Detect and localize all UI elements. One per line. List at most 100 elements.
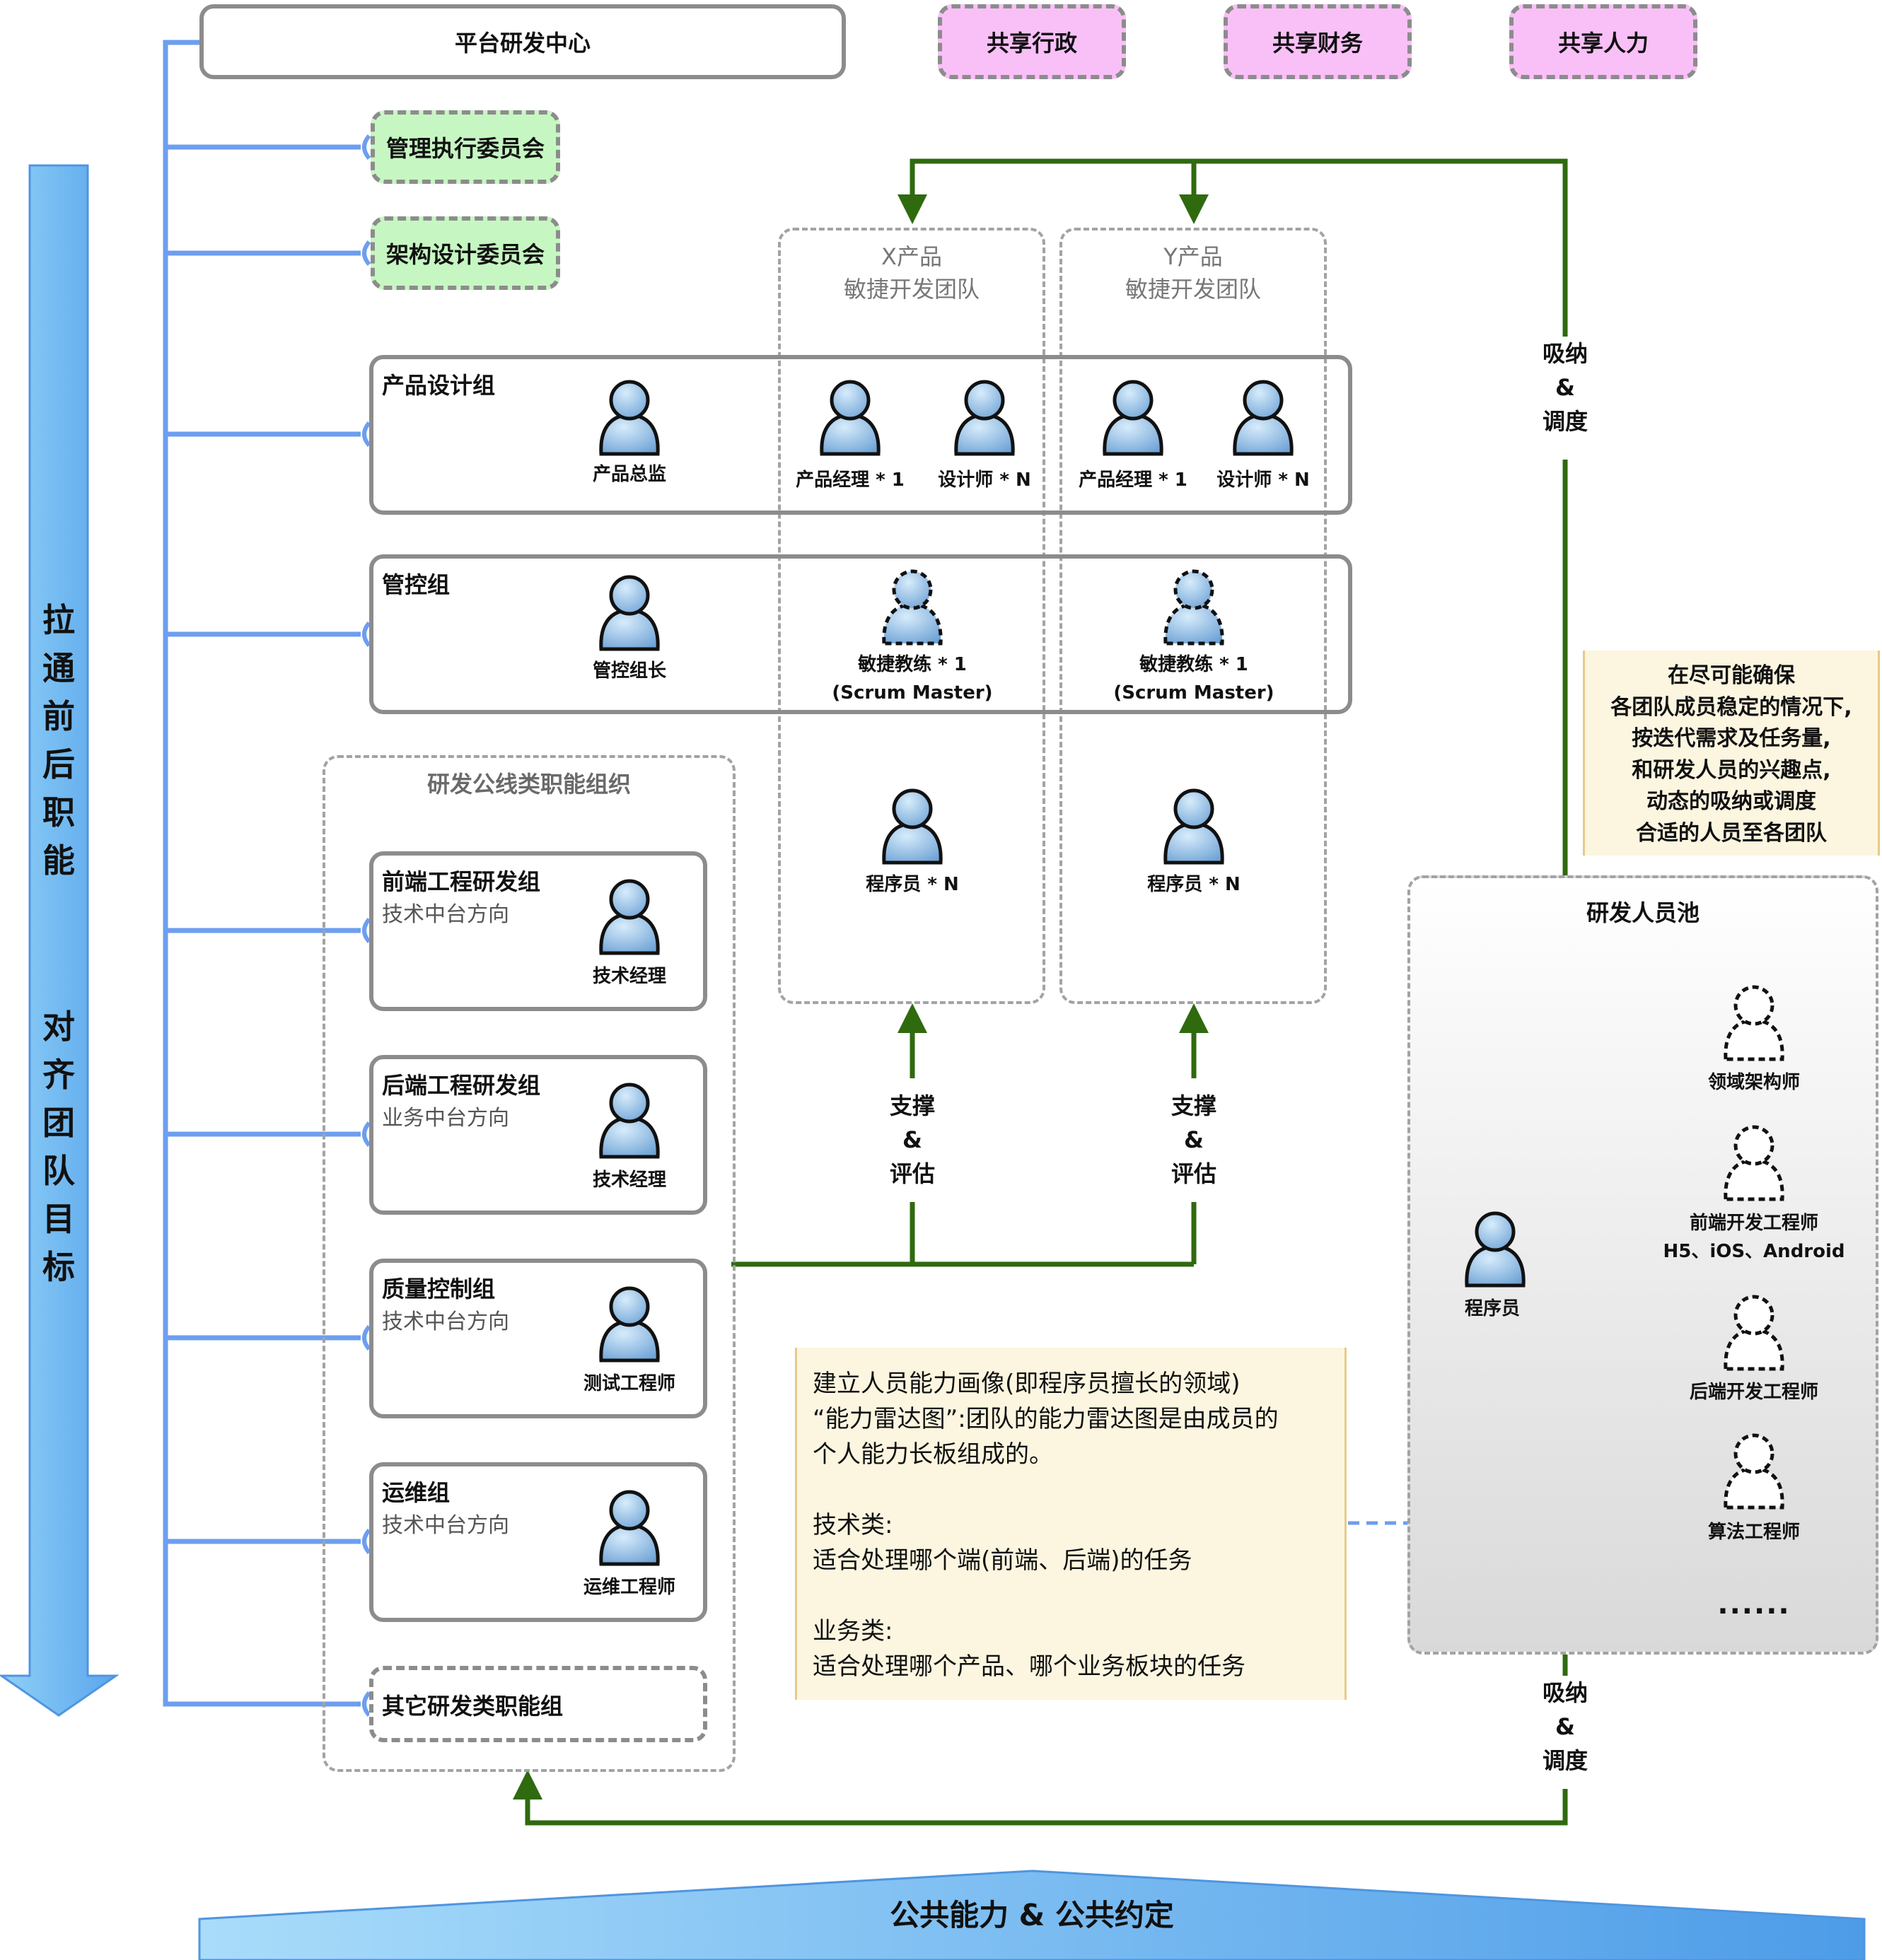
shared-admin-box: 共享行政 xyxy=(938,4,1126,79)
absorb-top-label: 吸纳 & 调度 xyxy=(1530,337,1601,438)
shared-hr-box: 共享人力 xyxy=(1509,4,1697,79)
qa-role-label: 测试工程师 xyxy=(583,1373,675,1394)
x-designer-icon xyxy=(954,380,1015,456)
bottom-banner-shape xyxy=(198,1869,1866,1960)
shared-admin-label: 共享行政 xyxy=(986,30,1077,57)
platform-center-box: 平台研发中心 xyxy=(199,4,846,79)
pool-programmer-label: 程序员 xyxy=(1464,1298,1520,1319)
qa-group-sub: 技术中台方向 xyxy=(382,1309,509,1334)
support-x-label: 支撑 & 评估 xyxy=(877,1089,948,1191)
platform-center-label: 平台研发中心 xyxy=(454,30,591,57)
frontend-dev-icon xyxy=(1724,1125,1784,1201)
frontend-group-title: 前端工程研发组 xyxy=(382,868,541,895)
support-y-2: & xyxy=(1184,1126,1204,1153)
y-pm-icon xyxy=(1103,380,1163,456)
left-arrow-char: 队 xyxy=(42,1152,75,1190)
absorb-bottom-3: 调度 xyxy=(1542,1747,1588,1774)
absorb-top-2: & xyxy=(1555,374,1575,401)
control-leader-icon xyxy=(599,575,660,651)
left-arrow-char: 后 xyxy=(42,745,75,783)
x-coach-icon xyxy=(882,569,943,646)
x-team-title-2: 敏捷开发团队 xyxy=(843,276,980,303)
frontend-role-icon xyxy=(599,879,660,955)
absorb-top-1: 吸纳 xyxy=(1542,340,1588,367)
y-pm-label: 产品经理 * 1 xyxy=(1079,469,1187,491)
left-arrow-text-2: 对 齐 团 队 目 标 xyxy=(37,1003,80,1291)
backend-group-sub: 业务中台方向 xyxy=(382,1106,509,1131)
y-programmer-icon xyxy=(1163,788,1224,865)
talent-pool-title: 研发人员池 xyxy=(1586,899,1700,926)
ops-group-sub: 技术中台方向 xyxy=(382,1513,509,1538)
exec-committee-box: 管理执行委员会 xyxy=(371,110,560,184)
ops-group xyxy=(369,1462,707,1622)
domain-architect-label: 领域架构师 xyxy=(1707,1072,1800,1093)
bottom-note: 建立人员能力画像(即程序员擅长的领域) “能力雷达图”:团队的能力雷达图是由成员… xyxy=(795,1348,1347,1700)
algorithm-icon xyxy=(1724,1433,1784,1510)
left-arrow-text-1: 拉 通 前 后 职 能 xyxy=(37,596,80,885)
backend-dev-label: 后端开发工程师 xyxy=(1689,1382,1818,1403)
bottom-banner-label: 公共能力 & 公共约定 xyxy=(890,1897,1174,1932)
x-team-box xyxy=(778,228,1045,1004)
absorb-top-3: 调度 xyxy=(1542,408,1588,435)
bottom-note-line: 建立人员能力画像(即程序员擅长的领域) xyxy=(813,1370,1241,1398)
pool-programmer-icon xyxy=(1465,1211,1526,1288)
other-group xyxy=(369,1666,707,1742)
ops-group-title: 运维组 xyxy=(382,1479,451,1506)
frontend-dev-label-2: H5、iOS、Android xyxy=(1663,1241,1845,1262)
product-design-group xyxy=(369,355,1352,515)
bottom-note-line: 适合处理哪个端(前端、后端)的任务 xyxy=(813,1546,1192,1575)
left-arrow-char: 齐 xyxy=(42,1056,75,1094)
backend-role-label: 技术经理 xyxy=(592,1169,666,1191)
absorb-bottom-2: & xyxy=(1555,1713,1575,1740)
x-designer-label: 设计师 * N xyxy=(938,469,1031,491)
y-programmer-label: 程序员 * N xyxy=(1147,874,1241,895)
absorb-bottom-1: 吸纳 xyxy=(1542,1679,1588,1706)
left-arrow-char: 职 xyxy=(42,793,75,832)
shared-finance-label: 共享财务 xyxy=(1272,30,1363,57)
x-coach-label-1: 敏捷教练 * 1 xyxy=(858,654,967,675)
y-coach-icon xyxy=(1163,569,1224,646)
product-director-icon xyxy=(599,380,660,456)
functional-org-box xyxy=(323,755,736,1772)
algorithm-label: 算法工程师 xyxy=(1707,1522,1800,1543)
support-x-2: & xyxy=(902,1126,922,1153)
y-designer-label: 设计师 * N xyxy=(1216,469,1310,491)
support-x-1: 支撑 xyxy=(889,1092,935,1119)
other-group-title: 其它研发类职能组 xyxy=(382,1693,564,1720)
arch-committee-box: 架构设计委员会 xyxy=(371,216,560,290)
left-flow-arrow xyxy=(0,164,120,1717)
y-coach-label: 敏捷教练 * 1 (Scrum Master) xyxy=(1095,651,1293,707)
bottom-note-line: 技术类: xyxy=(813,1511,893,1539)
ops-role-icon xyxy=(599,1490,660,1566)
right-note-line: 在尽可能确保 xyxy=(1668,663,1795,688)
x-coach-label-2: (Scrum Master) xyxy=(832,682,993,704)
y-team-title-2: 敏捷开发团队 xyxy=(1125,276,1261,303)
y-designer-icon xyxy=(1233,380,1294,456)
right-note-line: 各团队成员稳定的情况下, xyxy=(1610,694,1852,720)
x-team-title-1: X产品 xyxy=(881,243,942,270)
bottom-note-line: 业务类: xyxy=(813,1617,893,1645)
functional-org-title: 研发公线类职能组织 xyxy=(426,771,631,798)
shared-hr-label: 共享人力 xyxy=(1557,30,1649,57)
left-arrow-char: 能 xyxy=(42,841,75,880)
left-arrow-char: 标 xyxy=(42,1248,75,1286)
control-leader-label: 管控组长 xyxy=(592,660,666,682)
backend-dev-icon xyxy=(1724,1295,1784,1371)
right-note-line: 合适的人员至各团队 xyxy=(1636,820,1827,846)
y-team-title-1: Y产品 xyxy=(1163,243,1223,270)
left-arrow-char: 通 xyxy=(42,649,75,687)
x-pm-label: 产品经理 * 1 xyxy=(796,469,905,491)
y-team-box xyxy=(1059,228,1327,1004)
domain-architect-icon xyxy=(1724,985,1784,1061)
right-note-line: 按迭代需求及任务量, xyxy=(1632,726,1831,751)
y-coach-label-2: (Scrum Master) xyxy=(1113,682,1274,704)
backend-group-title: 后端工程研发组 xyxy=(382,1072,541,1099)
control-group-title: 管控组 xyxy=(382,571,451,598)
support-x-3: 评估 xyxy=(889,1160,935,1187)
y-coach-label-1: 敏捷教练 * 1 xyxy=(1139,654,1248,675)
right-note: 在尽可能确保 各团队成员稳定的情况下, 按迭代需求及任务量, 和研发人员的兴趣点… xyxy=(1583,651,1880,856)
right-note-line: 和研发人员的兴趣点, xyxy=(1632,757,1831,783)
shared-finance-box: 共享财务 xyxy=(1224,4,1412,79)
backend-role-icon xyxy=(599,1083,660,1159)
pool-more: ...... xyxy=(1717,1588,1791,1621)
